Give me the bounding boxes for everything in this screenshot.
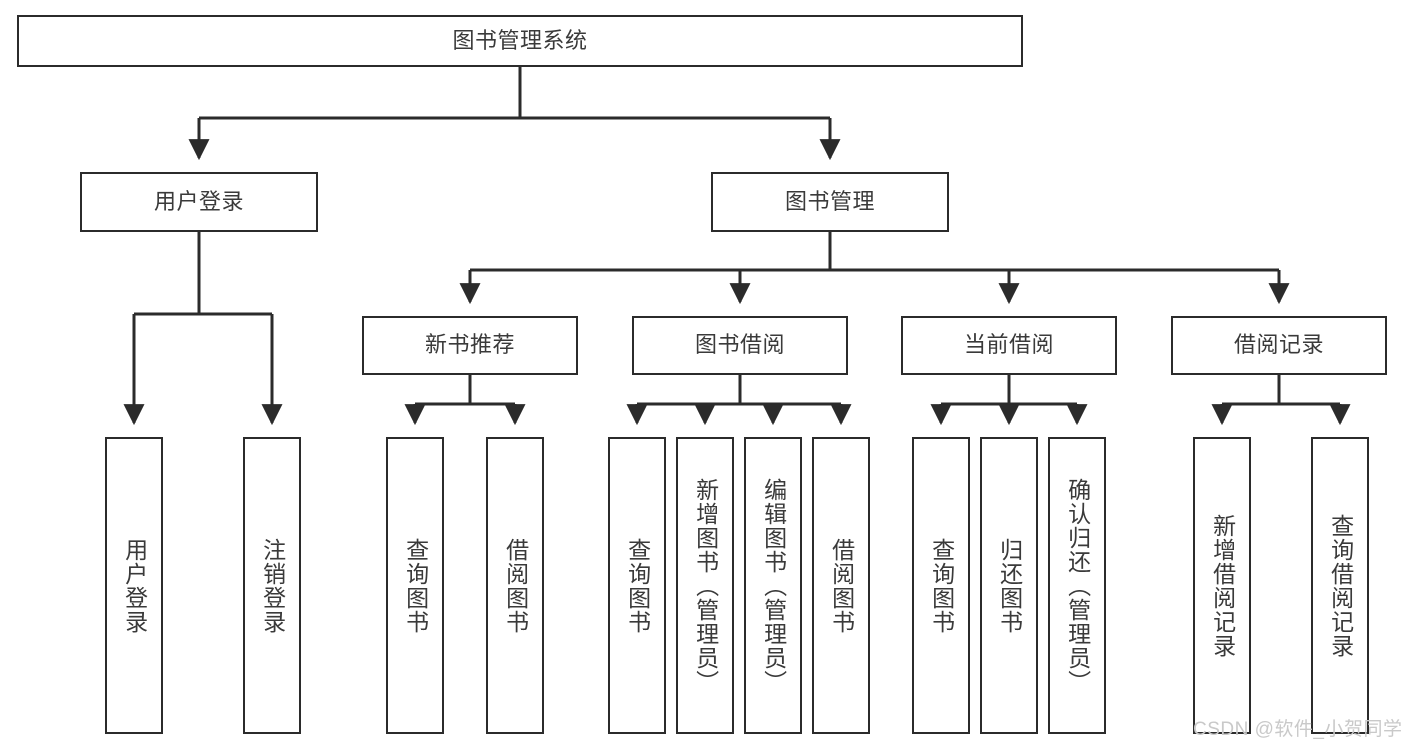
leaf-record-add-record[interactable]: 新增借阅记录 [1193,437,1251,734]
node-label: 新增借阅记录 [1209,513,1236,658]
leaf-current-query-book[interactable]: 查询图书 [912,437,970,734]
leaf-record-query-record[interactable]: 查询借阅记录 [1311,437,1369,734]
leaf-new-book-query[interactable]: 查询图书 [386,437,444,734]
node-label: 编辑图书（管理员） [760,477,787,694]
leaf-borrow-query-book[interactable]: 查询图书 [608,437,666,734]
node-label: 借阅图书 [502,537,529,634]
node-label: 借阅图书 [828,537,855,634]
node-label: 用户登录 [153,188,244,214]
leaf-user-login-logout[interactable]: 注销登录 [243,437,301,734]
node-label: 查询图书 [402,537,429,634]
node-user-login[interactable]: 用户登录 [80,172,318,232]
leaf-borrow-borrow-book[interactable]: 借阅图书 [812,437,870,734]
node-label: 用户登录 [121,537,148,634]
node-label: 图书借阅 [694,332,785,358]
leaf-borrow-edit-book-admin[interactable]: 编辑图书（管理员） [744,437,802,734]
node-label: 注销登录 [259,537,286,634]
node-label: 查询图书 [928,537,955,634]
node-current-borrow[interactable]: 当前借阅 [901,316,1117,375]
leaf-new-book-borrow[interactable]: 借阅图书 [486,437,544,734]
node-label: 新增图书（管理员） [692,477,719,694]
node-label: 借阅记录 [1233,332,1324,358]
node-new-book-recommend[interactable]: 新书推荐 [362,316,578,375]
leaf-current-return-book[interactable]: 归还图书 [980,437,1038,734]
node-label: 图书管理系统 [452,27,588,53]
node-book-borrow[interactable]: 图书借阅 [632,316,848,375]
node-label: 查询图书 [624,537,651,634]
node-borrow-record[interactable]: 借阅记录 [1171,316,1387,375]
node-label: 新书推荐 [424,332,515,358]
node-label: 图书管理 [784,188,875,214]
node-label: 查询借阅记录 [1327,513,1354,658]
node-label: 确认归还（管理员） [1064,477,1091,694]
node-label: 当前借阅 [963,332,1054,358]
leaf-borrow-add-book-admin[interactable]: 新增图书（管理员） [676,437,734,734]
leaf-current-confirm-return-admin[interactable]: 确认归还（管理员） [1048,437,1106,734]
node-label: 归还图书 [996,537,1023,634]
leaf-user-login-login[interactable]: 用户登录 [105,437,163,734]
node-root-book-management-system[interactable]: 图书管理系统 [17,15,1023,67]
node-book-management[interactable]: 图书管理 [711,172,949,232]
